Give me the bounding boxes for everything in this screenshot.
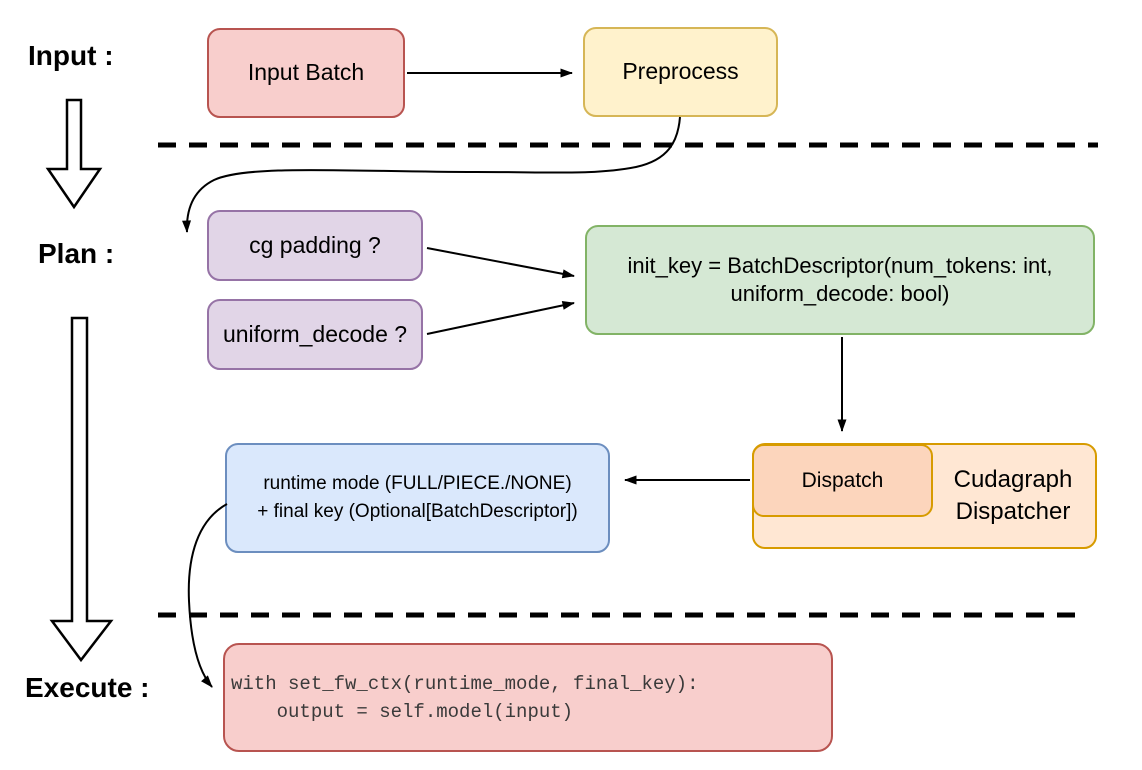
runtime-mode-node: runtime mode (FULL/PIECE./NONE) + final …: [225, 443, 610, 553]
input-flow-down-arrow: [45, 98, 103, 210]
cg-padding-node: cg padding ?: [207, 210, 423, 281]
uniform-decode-node: uniform_decode ?: [207, 299, 423, 370]
phase-label-execute: Execute :: [25, 672, 150, 703]
arrow-cg-padding-to-init-key: [426, 247, 575, 279]
init-key-line1: init_key = BatchDescriptor(num_tokens: i…: [627, 253, 1053, 278]
arrow-uniform-decode-to-init-key: [426, 300, 575, 335]
plan-to-execute-flow-arrow: [49, 316, 114, 663]
phase-label-plan: Plan :: [38, 238, 115, 269]
input-batch-node: Input Batch: [207, 28, 405, 118]
dispatch-label: Dispatch: [801, 468, 884, 492]
init-key-node: init_key = BatchDescriptor(num_tokens: i…: [585, 225, 1095, 335]
preprocess-label: Preprocess: [622, 58, 739, 85]
dispatch-node: Dispatch: [752, 444, 933, 517]
input-batch-label: Input Batch: [247, 59, 365, 86]
arrow-runtime-mode-to-execute-code: [187, 503, 228, 688]
execute-code-line2: output = self.model(input): [231, 700, 574, 723]
uniform-decode-label: uniform_decode ?: [222, 320, 408, 347]
phase-label-input: Input :: [28, 40, 114, 71]
execute-code-line1: with set_fw_ctx(runtime_mode, final_key)…: [231, 672, 699, 695]
cg-padding-label: cg padding ?: [249, 231, 381, 258]
runtime-mode-line2: + final key (Optional[BatchDescriptor]): [257, 501, 578, 522]
preprocess-node: Preprocess: [583, 27, 778, 117]
execute-code-node: with set_fw_ctx(runtime_mode, final_key)…: [223, 643, 833, 752]
init-key-line2: uniform_decode: bool): [730, 281, 950, 306]
runtime-mode-line1: runtime mode (FULL/PIECE./NONE): [263, 473, 572, 494]
cudagraph-dispatcher-label: Cudagraph Dispatcher: [953, 466, 1073, 525]
